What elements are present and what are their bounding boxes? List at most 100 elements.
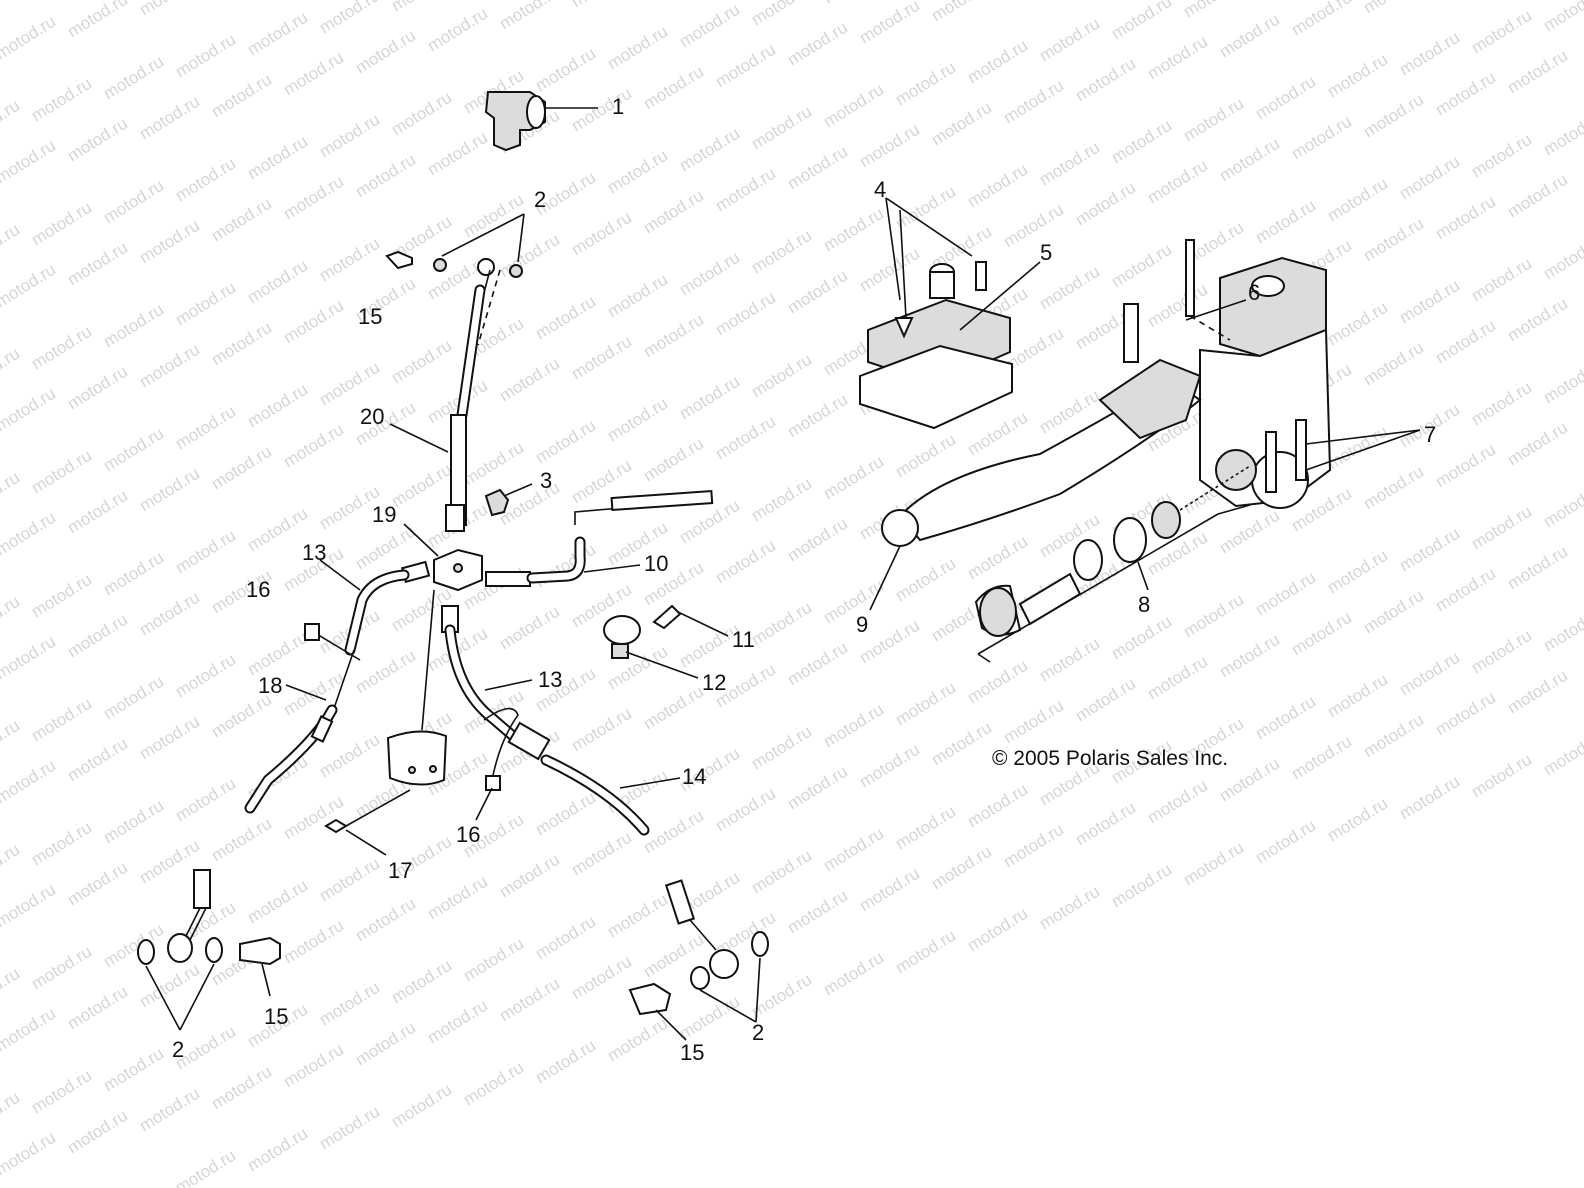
watermark-text: motod.ru [100,52,167,104]
watermark-text: motod.ru [1324,794,1391,846]
watermark-text: motod.ru [748,722,815,774]
watermark-text: motod.ru [820,0,887,7]
watermark-text: motod.ru [316,0,383,37]
watermark-text: motod.ru [604,890,671,942]
watermark-text: motod.ru [928,718,995,770]
callout-13-center: 13 [538,667,562,692]
watermark-text: motod.ru [244,876,311,928]
watermark-text: motod.ru [208,442,275,494]
watermark-text: motod.ru [532,416,599,468]
watermark-text: motod.ru [820,824,887,876]
watermark-text: motod.ru [676,248,743,300]
watermark-text: motod.ru [1360,710,1427,762]
callout-15-top: 15 [358,304,382,329]
watermark-text: motod.ru [352,894,419,946]
watermark-text: motod.ru [1324,670,1391,722]
watermark-text: motod.ru [748,226,815,278]
watermark-text: motod.ru [1504,46,1571,98]
watermark-text: motod.ru [1360,0,1427,17]
watermark-text: motod.ru [964,160,1031,212]
watermark-text: motod.ru [208,814,275,866]
watermark-text: motod.ru [244,504,311,556]
watermark-text: motod.ru [496,0,563,33]
upper-brake-line-assembly [385,213,525,532]
watermark-text: motod.ru [640,434,707,486]
watermark-text: motod.ru [1180,0,1247,21]
callout-19: 19 [372,502,396,527]
watermark-text: motod.ru [64,486,131,538]
watermark-text: motod.ru [460,438,527,490]
watermark-text: motod.ru [1396,276,1463,328]
watermark-text: motod.ru [316,854,383,906]
watermark-text: motod.ru [676,992,743,1044]
watermark-text: motod.ru [388,956,455,1008]
watermark-text: motod.ru [1540,232,1584,284]
watermark-text: motod.ru [136,1084,203,1136]
watermark-text: motod.ru [496,850,563,902]
watermark-text: motod.ru [1432,440,1499,492]
watermark-text: motod.ru [604,394,671,446]
watermark-text: motod.ru [712,164,779,216]
watermark-text: motod.ru [892,926,959,978]
watermark-text: motod.ru [28,570,95,622]
watermark-text: motod.ru [568,828,635,880]
watermark-text: motod.ru [0,508,59,560]
watermark-text: motod.ru [28,446,95,498]
watermark-text: motod.ru [388,88,455,140]
watermark-text: motod.ru [0,964,23,1016]
watermark-text: motod.ru [1432,316,1499,368]
watermark-text: motod.ru [604,270,671,322]
part-4-cap-screws [885,197,987,339]
watermark-text: motod.ru [0,632,59,684]
watermark-text: motod.ru [1324,422,1391,474]
watermark-text: motod.ru [0,880,59,932]
watermark-text: motod.ru [1000,76,1067,128]
watermark-text: motod.ru [820,80,887,132]
watermark-text: motod.ru [64,238,131,290]
watermark-text: motod.ru [424,996,491,1048]
watermark-text: motod.ru [748,846,815,898]
watermark-text: motod.ru [784,18,851,70]
watermark-text: motod.ru [28,322,95,374]
watermark-text: motod.ru [244,1124,311,1176]
watermark-text: motod.ru [964,36,1031,88]
watermark-text: motod.ru [712,784,779,836]
watermark-text: motod.ru [1108,612,1175,664]
callout-12: 12 [702,670,726,695]
watermark-text: motod.ru [352,26,419,78]
part-17-bracket [324,730,448,856]
watermark-text: motod.ru [100,672,167,724]
watermark-text: motod.ru [1396,152,1463,204]
part-12-clamp [603,615,699,679]
watermark-text: motod.ru [1036,634,1103,686]
watermark-text: motod.ru [532,912,599,964]
watermark-text: motod.ru [568,704,635,756]
watermark-text: motod.ru [856,120,923,172]
watermark-text: motod.ru [100,796,167,848]
watermark-text: motod.ru [28,74,95,126]
watermark-text: motod.ru [280,916,347,968]
part-11-clip [652,604,729,637]
watermark-text: motod.ru [1504,170,1571,222]
watermark-text: motod.ru [0,1128,59,1180]
watermark-text: motod.ru [856,0,923,47]
watermark-text: motod.ru [676,0,743,51]
watermark-text: motod.ru [856,740,923,792]
callout-20: 20 [360,404,384,429]
watermark-text: motod.ru [892,554,959,606]
callout-3: 3 [540,468,552,493]
part-1-tee-fitting [484,91,598,152]
watermark-text: motod.ru [1180,590,1247,642]
watermark-text: motod.ru [1036,882,1103,934]
watermark-text: motod.ru [0,840,23,892]
watermark-text: motod.ru [496,602,563,654]
watermark-text: motod.ru [136,464,203,516]
watermark-text: motod.ru [1396,772,1463,824]
watermark-text: motod.ru [1432,192,1499,244]
watermark-text: motod.ru [1432,68,1499,120]
watermark-text: motod.ru [1036,138,1103,190]
part-13-left-hose [285,559,431,721]
watermark-text: motod.ru [748,0,815,29]
watermark-text: motod.ru [64,1106,131,1158]
callout-labels: 1 2 15 20 3 19 13 10 16 11 13 18 12 14 1… [172,94,1436,1065]
